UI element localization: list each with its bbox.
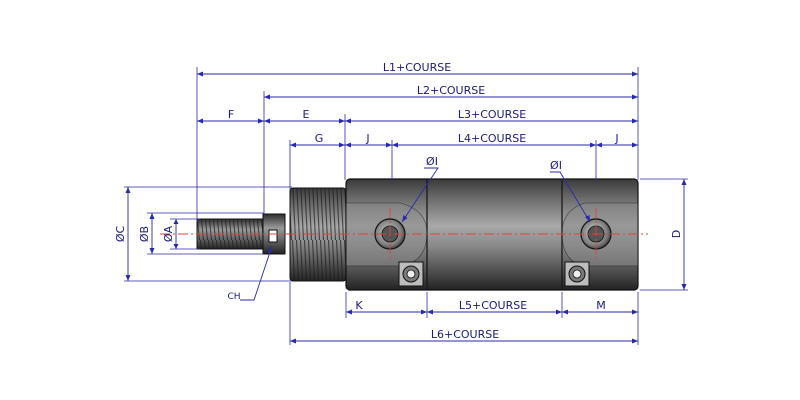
label-l3: L3+COURSE — [458, 108, 526, 121]
label-phi-b: ØB — [138, 226, 151, 242]
label-e: E — [303, 108, 310, 121]
label-j-left: J — [365, 132, 369, 145]
label-phi-c: ØC — [114, 226, 127, 243]
label-l5: L5+COURSE — [459, 299, 527, 312]
label-m: M — [596, 299, 606, 312]
label-l2: L2+COURSE — [417, 84, 485, 97]
label-d: D — [670, 230, 683, 238]
label-l6: L6+COURSE — [431, 328, 499, 341]
label-g: G — [315, 132, 324, 145]
dimension-labels: L1+COURSE L2+COURSE F E L3+COURSE G J L4… — [114, 61, 683, 341]
label-ch: CH — [227, 292, 240, 302]
label-phi-i-right: ØI — [550, 159, 562, 172]
label-f: F — [228, 108, 234, 121]
label-j-right: J — [614, 132, 618, 145]
label-phi-a: ØA — [162, 225, 175, 242]
label-phi-i-left: ØI — [426, 155, 438, 168]
front-threaded-nose — [289, 187, 347, 282]
label-l1: L1+COURSE — [383, 61, 451, 74]
dimension-lines — [124, 67, 688, 345]
cushion-screw-left — [398, 261, 424, 287]
cushion-screw-right — [564, 261, 590, 287]
cylinder-body — [160, 178, 648, 291]
label-l4: L4+COURSE — [458, 132, 526, 145]
label-k: K — [355, 299, 363, 312]
